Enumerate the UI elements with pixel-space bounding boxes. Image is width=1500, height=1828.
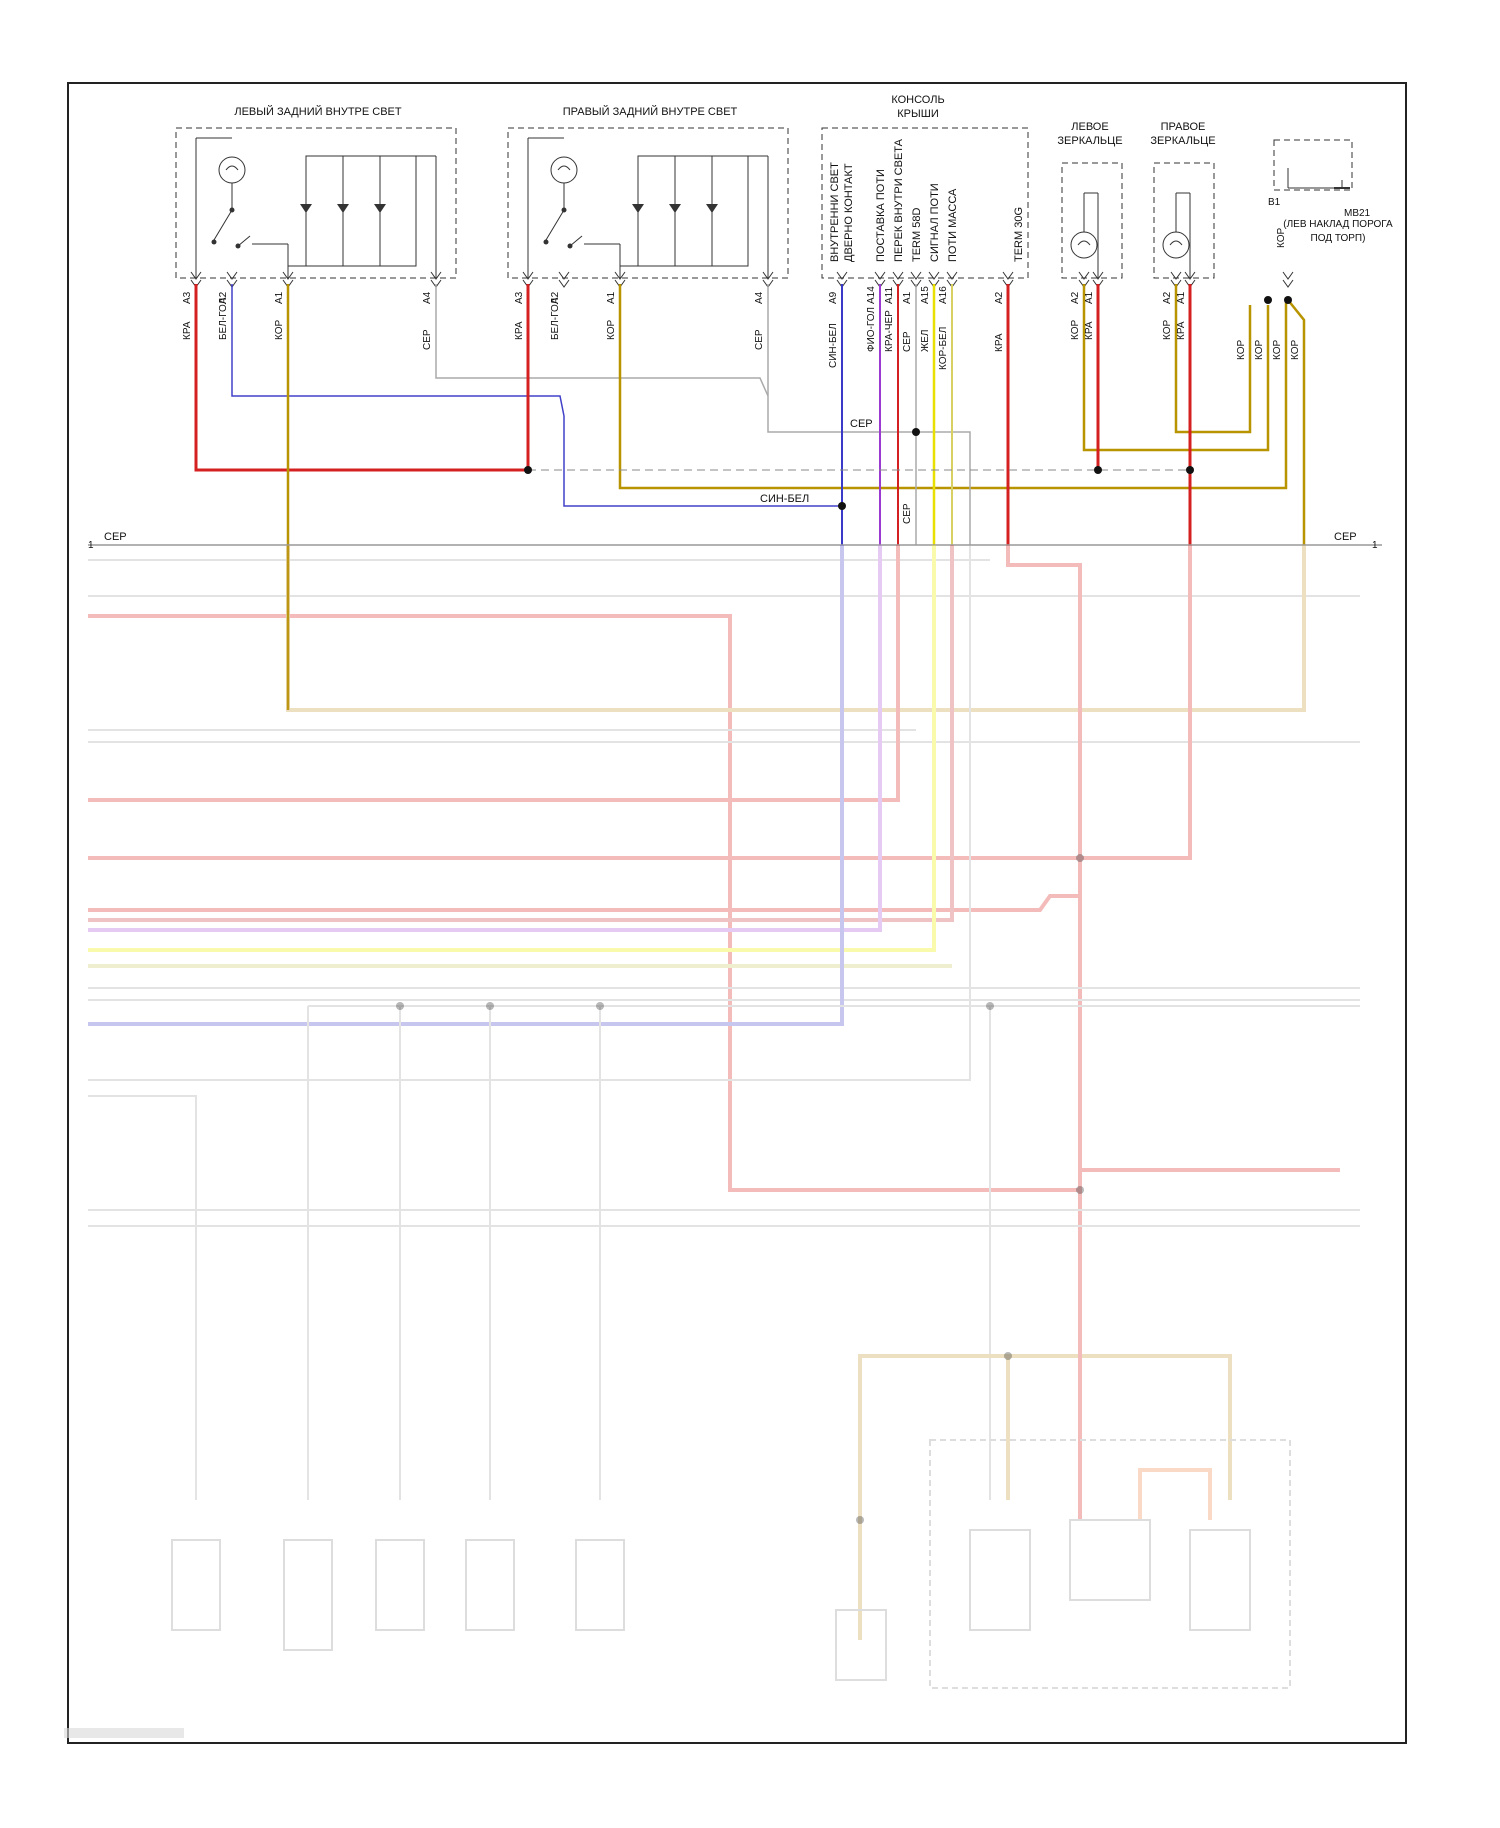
diode-icon [300,204,312,213]
bulb-icon [1163,232,1189,258]
right-rear-pin: A4 [754,291,765,304]
pin-connector-icon [1283,272,1293,287]
right-mirror-pin: A1 [1176,291,1187,304]
bulb-icon [551,157,577,183]
left-rear-pin: A3 [182,291,193,304]
diode-icon [374,204,386,213]
roof-console-wire: ФИО-ГОЛ [866,307,877,352]
diode-icon [669,204,681,213]
roof-console-signal: TERM 30G [1013,207,1025,262]
roof-console-pin: A16 [938,286,949,304]
gray-wire-label: СЕР [850,418,873,430]
ground-name: MB21 [1344,208,1371,219]
left-rear-wire: БЕЛ-ГОЛ [218,298,229,340]
roof-console-pin: A9 [828,291,839,304]
roof-console-wire: КОР-БЕЛ [938,327,949,370]
footer-code [64,1728,184,1738]
left-rear-wire: КОР [274,320,285,340]
left-mirror-wire: КОР [1070,320,1081,340]
diode-icon [632,204,644,213]
diagram-frame [68,83,1406,1743]
roof-console-pin: A1 [902,291,913,304]
left-mirror-wire: КРА [1084,321,1095,340]
roof-console-wire: КРА-ЧЕР [884,310,895,352]
roof-console-pin: A14 [866,286,877,304]
connector-left-num: 1 [88,540,94,551]
connector-right-num: 1 [1372,540,1378,551]
ground-splice-wire: КОР [1254,340,1265,360]
pin-connector-icon [559,272,569,287]
roof-console-signal: ПЕРЕК ВНУТРИ СВЕТА [893,138,905,262]
blue-white-wire-label: СИН-БЕЛ [760,493,809,505]
lower-faded-wiring [88,545,1360,1688]
left-mirror-pin: A1 [1084,291,1095,304]
connector-right-label: СЕР [1334,531,1357,543]
ground-splice-wire: КОР [1236,340,1247,360]
roof-console-wire: СИН-БЕЛ [828,323,839,368]
bulb-icon [1071,232,1097,258]
right-rear-wire: БЕЛ-ГОЛ [550,298,561,340]
upper-wires [88,284,1382,710]
left-rear-light: ЛЕВЫЙ ЗАДНИЙ ВНУТРЕ СВЕТ [176,105,456,278]
left-rear-wire: СЕР [422,329,433,350]
right-mirror-pin: A2 [1162,291,1173,304]
roof-console-wire: КРА [994,333,1005,352]
roof-console-signal: СИГНАЛ ПОТИ [929,183,941,262]
left-rear-wire: КРА [182,321,193,340]
roof-console-signal: TERM 58D [911,208,923,262]
left-rear-pin: A1 [274,291,285,304]
ground-pin: B1 [1268,197,1281,208]
right-rear-wire: КОР [606,320,617,340]
right-rear-pin: A1 [606,291,617,304]
right-rear-light: ПРАВЫЙ ЗАДНИЙ ВНУТРЕ СВЕТ [508,105,788,278]
roof-console-pin: A2 [994,291,1005,304]
bulb-icon [219,157,245,183]
ground-splice-wire: КОР [1290,340,1301,360]
roof-console-wire: СЕР [902,331,913,352]
roof-console-pin: A15 [920,286,931,304]
roof-console-signal: ДВЕРНО КОНТАКТ [843,163,855,262]
diode-icon [706,204,718,213]
left-rear-light-title: ЛЕВЫЙ ЗАДНИЙ ВНУТРЕ СВЕТ [234,105,402,118]
ground-splice-wire: КОР [1272,340,1283,360]
ground-desc1: (ЛЕВ НАКЛАД ПОРОГА [1283,219,1393,230]
right-mirror-wire: КОР [1162,320,1173,340]
connector-left-label: СЕР [104,531,127,543]
diode-icon [337,204,349,213]
right-rear-light-title: ПРАВЫЙ ЗАДНИЙ ВНУТРЕ СВЕТ [563,105,738,118]
roof-console-signal: ВНУТРЕННИ СВЕТ [829,162,841,262]
pin-connectors [191,272,1293,287]
left-rear-pin: A4 [422,291,433,304]
right-rear-wire: СЕР [754,329,765,350]
ground-desc2: ПОД ТОРП) [1311,233,1366,244]
right-rear-pin: A3 [514,291,525,304]
roof-console-signal: ПОСТАВКА ПОТИ [875,169,887,262]
gray-vertical-label: СЕР [902,503,913,524]
right-rear-wire: КРА [514,321,525,340]
right-mirror-wire: КРА [1176,321,1187,340]
ground-wire-label: КОР [1276,228,1287,248]
roof-console-pin: A11 [884,287,895,304]
roof-console-signal: ПОТИ МАССА [947,188,959,262]
roof-console-wire: ЖЕЛ [920,330,931,352]
ground-point: B1 MB21 (ЛЕВ НАКЛАД ПОРОГА ПОД ТОРП) КОР [1268,140,1393,248]
left-mirror-pin: A2 [1070,291,1081,304]
